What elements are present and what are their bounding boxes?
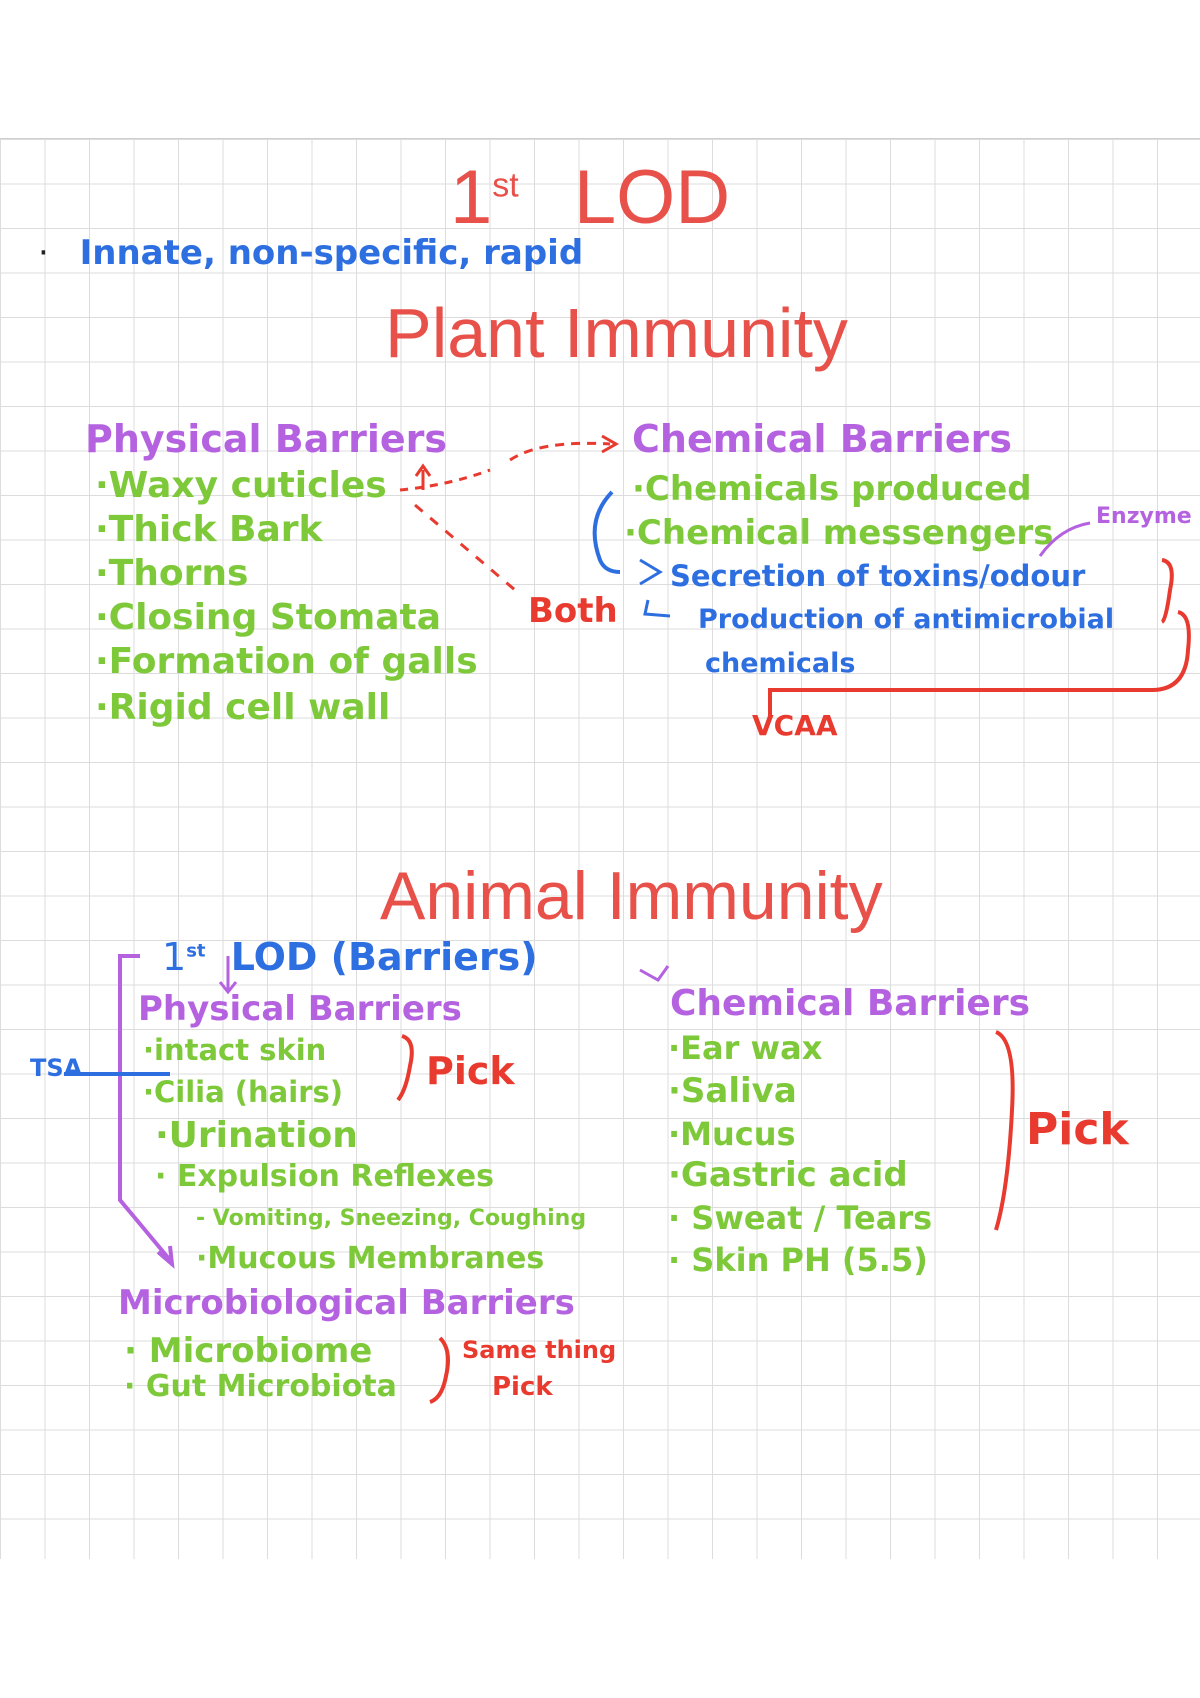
plant-chemical-item: ·Chemicals produced xyxy=(632,469,1032,509)
intro-line: · Innate, non-specific, rapid xyxy=(38,236,583,270)
intro-bullet: · xyxy=(38,233,49,273)
animal-physical-item: ·Urination xyxy=(155,1115,358,1156)
animal-chemical-item: ·Ear wax xyxy=(668,1029,823,1067)
plant-physical-item: ·Thorns xyxy=(95,553,249,594)
page-title: 1st LOD xyxy=(450,160,730,236)
tsa-label: TSA xyxy=(30,1054,83,1082)
lod-sup: st xyxy=(186,940,206,962)
title-prefix: 1 xyxy=(450,155,493,240)
animal-chemical-item: · Skin PH (5.5) xyxy=(668,1241,928,1279)
plant-heading: Plant Immunity xyxy=(385,294,848,372)
animal-physical-item: - Vomiting, Sneezing, Coughing xyxy=(196,1206,587,1231)
microbiological-item: · Gut Microbiota xyxy=(124,1369,397,1404)
animal-chemical-item: · Sweat / Tears xyxy=(668,1199,933,1237)
microbiological-item: · Microbiome xyxy=(124,1331,373,1371)
animal-physical-item: · Expulsion Reflexes xyxy=(155,1159,494,1194)
animal-chemical-item: ·Gastric acid xyxy=(668,1155,908,1195)
both-label: Both xyxy=(528,591,618,631)
plant-physical-heading: Physical Barriers xyxy=(85,417,447,461)
plant-physical-item: ·Formation of galls xyxy=(95,641,478,682)
plant-chemical-subitem: Secretion of toxins/odour xyxy=(670,559,1086,593)
animal-physical-item: ·Cilia (hairs) xyxy=(143,1075,344,1109)
micro-pick: Pick xyxy=(492,1372,553,1402)
animal-chemical-heading: Chemical Barriers xyxy=(670,983,1030,1024)
microbiological-heading: Microbiological Barriers xyxy=(118,1283,575,1323)
animal-physical-item: ·intact skin xyxy=(143,1033,327,1067)
title-sup: st xyxy=(492,166,519,205)
animal-lod-heading: 1st LOD (Barriers) xyxy=(162,938,538,976)
intro-text: Innate, non-specific, rapid xyxy=(79,233,584,273)
animal-physical-heading: Physical Barriers xyxy=(138,989,462,1029)
plant-chemical-subitem: Production of antimicrobial xyxy=(698,604,1115,635)
plant-physical-item: ·Rigid cell wall xyxy=(95,687,391,728)
animal-chemical-item: ·Saliva xyxy=(668,1071,797,1111)
lod-prefix: 1 xyxy=(162,935,187,979)
title-main: LOD xyxy=(573,155,731,240)
plant-chemical-subitem: chemicals xyxy=(705,648,856,679)
animal-physical-pick: Pick xyxy=(426,1049,515,1093)
plant-physical-item: ·Waxy cuticles xyxy=(95,465,387,506)
plant-physical-item: ·Thick Bark xyxy=(95,509,323,550)
same-thing-note: Same thing xyxy=(462,1336,617,1364)
animal-heading: Animal Immunity xyxy=(380,858,883,934)
plant-chemical-heading: Chemical Barriers xyxy=(632,417,1012,461)
animal-chemical-item: ·Mucus xyxy=(668,1115,796,1153)
animal-physical-item: ·Mucous Membranes xyxy=(196,1241,545,1276)
grid-paper xyxy=(0,138,1200,1559)
vcaa-label: VCAA xyxy=(752,709,838,742)
lod-text: LOD (Barriers) xyxy=(230,935,538,979)
plant-physical-item: ·Closing Stomata xyxy=(95,597,442,638)
animal-chemical-pick: Pick xyxy=(1026,1104,1129,1155)
plant-chemical-item: ·Chemical messengers xyxy=(624,513,1054,553)
enzyme-label: Enzyme xyxy=(1096,504,1192,529)
